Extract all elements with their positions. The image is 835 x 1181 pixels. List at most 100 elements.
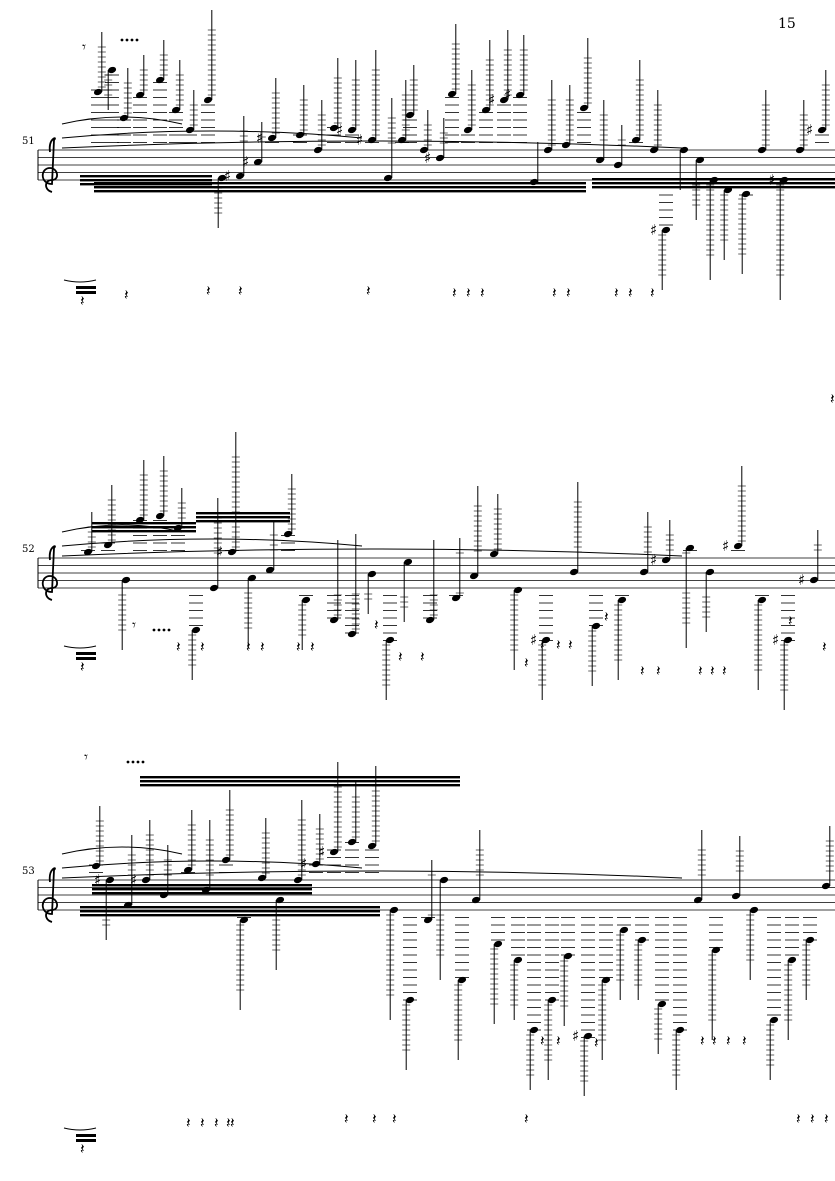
quarter-rest-icon: 𝄽: [206, 282, 211, 300]
notehead: [541, 636, 551, 644]
quarter-rest-icon: 𝄽: [656, 662, 661, 680]
note: [364, 570, 377, 614]
note: [634, 917, 649, 1000]
eighth-rest-icon: 𝄾: [84, 748, 88, 766]
sharp-icon: ♯: [572, 1027, 579, 1045]
sharp-icon: ♯: [722, 537, 729, 555]
notehead: [591, 622, 601, 630]
notehead: [171, 106, 181, 114]
note: [313, 100, 326, 154]
note: [123, 835, 136, 909]
note: [201, 820, 214, 894]
note: [214, 174, 227, 228]
note: [236, 916, 251, 1010]
note: [479, 40, 494, 143]
beam: [92, 522, 196, 525]
quarter-rest-icon: 𝄽: [80, 1140, 85, 1158]
dot: [131, 760, 135, 764]
sharp-icon: ♯: [224, 167, 231, 185]
notehead: [239, 916, 249, 924]
low-staff-mark: [76, 291, 96, 294]
quarter-rest-icon: 𝄽: [556, 1032, 561, 1050]
note: [403, 65, 418, 143]
note: [101, 485, 116, 551]
notehead: [693, 896, 703, 904]
note: ♯: [772, 595, 795, 710]
system-51: 51♯♯♯♯♯♯♯♯♯♯♯𝄽𝄽𝄽𝄽𝄽𝄽𝄽𝄽𝄽𝄽𝄽𝄽𝄽𝄾𝄽: [22, 10, 835, 408]
quarter-rest-icon: 𝄽: [452, 284, 457, 302]
note: [133, 55, 148, 143]
note: [118, 576, 131, 650]
note: [489, 494, 502, 558]
notehead: [779, 176, 789, 184]
note: [91, 32, 106, 143]
notehead: [657, 1000, 667, 1008]
notehead: [595, 156, 605, 164]
notehead: [561, 141, 571, 149]
sharp-icon: ♯: [256, 129, 263, 147]
notehead: [419, 146, 429, 154]
note: ♯: [216, 432, 240, 561]
notehead: [247, 574, 257, 582]
sharp-icon: ♯: [772, 631, 779, 649]
note: [365, 766, 380, 873]
beam: [196, 512, 290, 515]
notehead: [405, 111, 415, 119]
sharp-icon: ♯: [318, 843, 325, 861]
quarter-rest-icon: 𝄽: [810, 1110, 815, 1128]
note: [257, 818, 270, 882]
notehead: [107, 66, 117, 74]
notehead: [563, 952, 573, 960]
quarter-rest-icon: 𝄽: [628, 284, 633, 302]
quarter-rest-icon: 𝄽: [650, 284, 655, 302]
low-staff-mark: [76, 1139, 96, 1142]
low-staff-mark: [76, 657, 96, 660]
sharp-icon: ♯: [216, 543, 223, 561]
note: ♯: [224, 116, 248, 185]
notehead: [469, 572, 479, 580]
note: [560, 917, 575, 1026]
notehead: [367, 570, 377, 578]
notehead: [93, 88, 103, 96]
notehead: [221, 856, 231, 864]
dot: [157, 628, 161, 632]
beam: [92, 526, 196, 529]
low-staff-mark: [76, 652, 96, 655]
page-number: 15: [778, 16, 796, 32]
notehead: [185, 126, 195, 134]
notehead: [619, 926, 629, 934]
dot: [135, 38, 139, 42]
notehead: [367, 136, 377, 144]
note: [327, 540, 342, 624]
sharp-icon: ♯: [504, 86, 511, 104]
note: [706, 176, 719, 280]
note: ♯: [530, 595, 553, 700]
measure-number: 53: [22, 866, 35, 877]
note: [682, 544, 697, 648]
notehead: [631, 136, 641, 144]
notehead: [105, 876, 115, 884]
notehead: [513, 956, 523, 964]
quarter-rest-icon: 𝄽: [372, 1110, 377, 1128]
low-staff-mark: [76, 1134, 96, 1137]
notehead: [135, 516, 145, 524]
notehead: [769, 1016, 779, 1024]
notehead: [329, 124, 339, 132]
quarter-rest-icon: 𝄽: [392, 1110, 397, 1128]
notehead: [123, 901, 133, 909]
notehead: [447, 90, 457, 98]
note: [543, 80, 556, 154]
sharp-icon: ♯: [488, 91, 495, 109]
notehead: [817, 126, 827, 134]
beam: [196, 516, 290, 519]
notehead: [347, 630, 357, 638]
sharp-icon: ♯: [356, 131, 363, 149]
note: [693, 830, 706, 904]
beam: [92, 884, 312, 887]
notehead: [257, 874, 267, 882]
quarter-rest-icon: 𝄽: [366, 282, 371, 300]
notehead: [135, 91, 145, 99]
quarter-rest-icon: 𝄽: [540, 636, 545, 654]
quarter-rest-icon: 𝄽: [552, 284, 557, 302]
